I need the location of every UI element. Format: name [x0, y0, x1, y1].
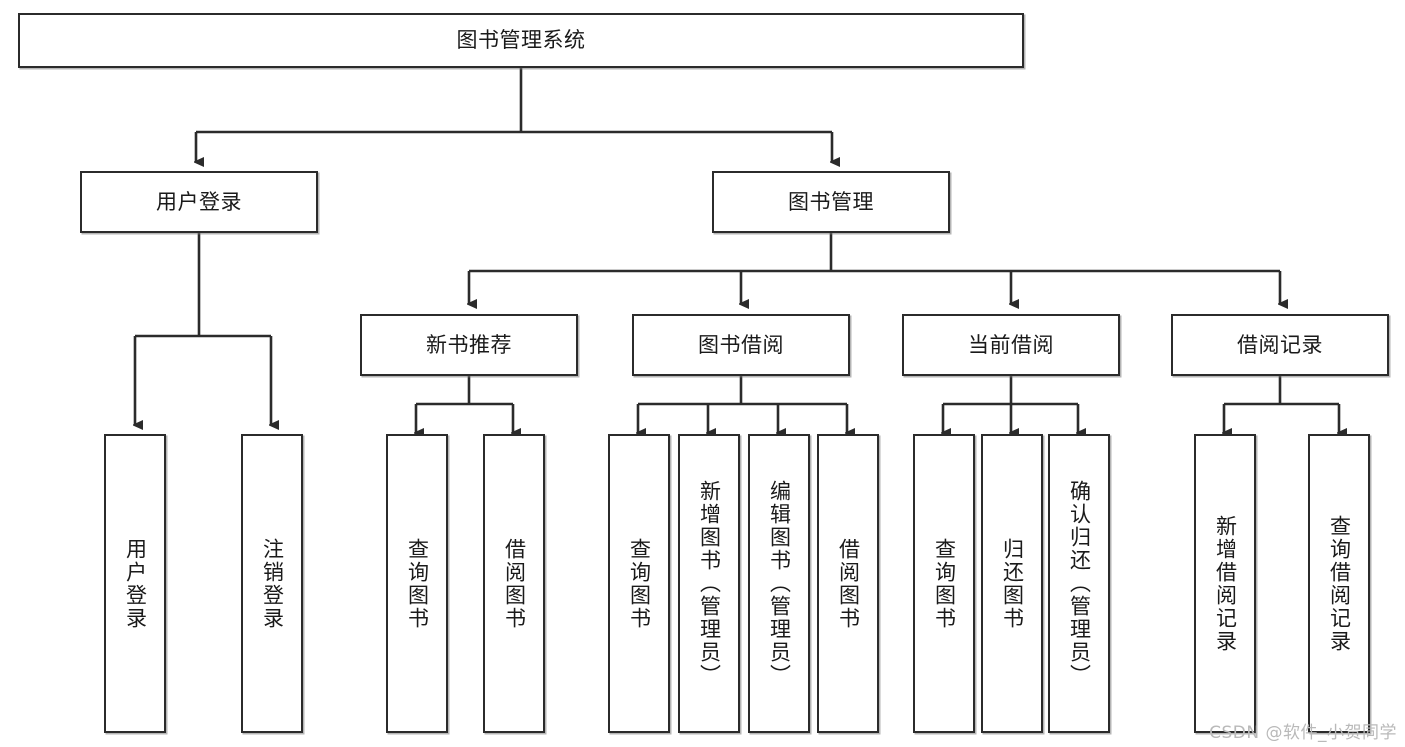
node-leaf-query-book-recommend[interactable]: 查询图书	[386, 434, 448, 733]
node-label: 查询图书	[405, 537, 430, 630]
node-leaf-user-login[interactable]: 用户登录	[104, 434, 166, 733]
node-label: 新增图书（管理员）	[697, 480, 722, 687]
node-leaf-query-book-current[interactable]: 查询图书	[913, 434, 975, 733]
node-leaf-logout[interactable]: 注销登录	[241, 434, 303, 733]
node-leaf-confirm-return-admin[interactable]: 确认归还（管理员）	[1048, 434, 1110, 733]
node-current-borrow[interactable]: 当前借阅	[902, 314, 1120, 376]
node-user-login[interactable]: 用户登录	[80, 171, 318, 233]
node-label: 借阅图书	[502, 537, 527, 630]
node-label: 图书管理系统	[456, 28, 586, 53]
node-leaf-query-borrow-record[interactable]: 查询借阅记录	[1308, 434, 1370, 733]
node-label: 编辑图书（管理员）	[767, 480, 792, 687]
node-book-management[interactable]: 图书管理	[712, 171, 950, 233]
node-leaf-borrow-book-recommend[interactable]: 借阅图书	[483, 434, 545, 733]
node-label: 确认归还（管理员）	[1067, 480, 1092, 687]
node-label: 用户登录	[123, 537, 148, 630]
node-leaf-edit-book-admin[interactable]: 编辑图书（管理员）	[748, 434, 810, 733]
node-book-borrow[interactable]: 图书借阅	[632, 314, 850, 376]
node-label: 查询图书	[627, 537, 652, 630]
node-label: 图书借阅	[698, 332, 784, 357]
node-label: 新增借阅记录	[1213, 514, 1238, 653]
node-new-book-recommend[interactable]: 新书推荐	[360, 314, 578, 376]
node-label: 借阅图书	[836, 537, 861, 630]
node-label: 借阅记录	[1237, 332, 1323, 357]
node-leaf-return-book[interactable]: 归还图书	[981, 434, 1043, 733]
node-leaf-borrow-book[interactable]: 借阅图书	[817, 434, 879, 733]
node-label: 归还图书	[1000, 537, 1025, 630]
node-label: 注销登录	[260, 537, 285, 630]
node-label: 查询图书	[932, 537, 957, 630]
node-root-system[interactable]: 图书管理系统	[18, 13, 1024, 68]
node-label: 新书推荐	[426, 332, 512, 357]
node-label: 查询借阅记录	[1327, 514, 1352, 653]
node-leaf-query-book[interactable]: 查询图书	[608, 434, 670, 733]
node-borrow-record[interactable]: 借阅记录	[1171, 314, 1389, 376]
node-leaf-add-book-admin[interactable]: 新增图书（管理员）	[678, 434, 740, 733]
node-label: 用户登录	[156, 189, 242, 214]
node-label: 图书管理	[788, 189, 874, 214]
node-leaf-add-borrow-record[interactable]: 新增借阅记录	[1194, 434, 1256, 733]
node-label: 当前借阅	[968, 332, 1054, 357]
csdn-watermark: CSDN @软件_小贺同学	[1209, 723, 1397, 743]
